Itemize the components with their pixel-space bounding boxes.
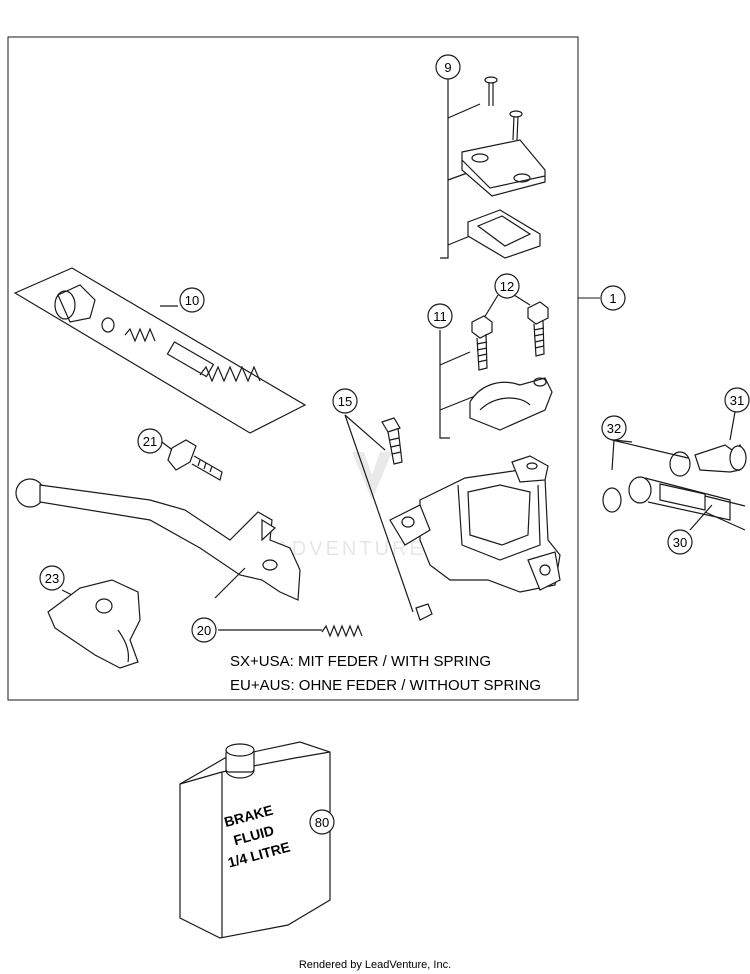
callout-32: 32 [601, 415, 627, 441]
adjuster-group [161, 439, 223, 481]
svg-text:20: 20 [197, 623, 211, 638]
brake-hose-group [602, 411, 747, 531]
callout-21: 21 [137, 428, 163, 454]
svg-text:32: 32 [607, 421, 621, 436]
svg-text:30: 30 [673, 535, 687, 550]
callout-30: 30 [667, 529, 693, 555]
callout-80: 80 [309, 809, 335, 835]
spring-note-line1: SX+USA: MIT FEDER / WITH SPRING [230, 653, 491, 670]
spring-note-line2: EU+AUS: OHNE FEDER / WITHOUT SPRING [230, 677, 541, 694]
svg-text:21: 21 [143, 434, 157, 449]
master-cylinder-body [389, 455, 561, 593]
callout-1: 1 [600, 285, 626, 311]
svg-text:12: 12 [500, 279, 514, 294]
svg-text:10: 10 [185, 293, 199, 308]
clamp-group [439, 294, 553, 439]
footer-credit: Rendered by LeadVenture, Inc. [299, 959, 451, 971]
svg-text:9: 9 [444, 60, 451, 75]
assembly-frame [7, 36, 579, 701]
callout-12: 12 [494, 273, 520, 299]
svg-text:80: 80 [315, 815, 329, 830]
callout-15: 15 [332, 388, 358, 414]
reservoir-cap-group [440, 76, 546, 259]
svg-text:1: 1 [609, 291, 616, 306]
callout-9: 9 [435, 54, 461, 80]
callout-11: 11 [427, 303, 453, 329]
svg-text:31: 31 [730, 393, 744, 408]
spring-group [218, 624, 363, 638]
brake-fluid-bottle [179, 741, 331, 939]
svg-text:11: 11 [433, 309, 447, 324]
lever-group [15, 478, 301, 601]
pivot-bolt-group [344, 414, 433, 621]
callout-31: 31 [724, 387, 750, 413]
piston-kit-group [13, 267, 307, 434]
svg-text:23: 23 [45, 571, 59, 586]
svg-text:15: 15 [338, 394, 352, 409]
callout-23: 23 [39, 565, 65, 591]
lever-cover-group [47, 579, 141, 669]
callout-10: 10 [179, 287, 205, 313]
callout-20: 20 [191, 617, 217, 643]
